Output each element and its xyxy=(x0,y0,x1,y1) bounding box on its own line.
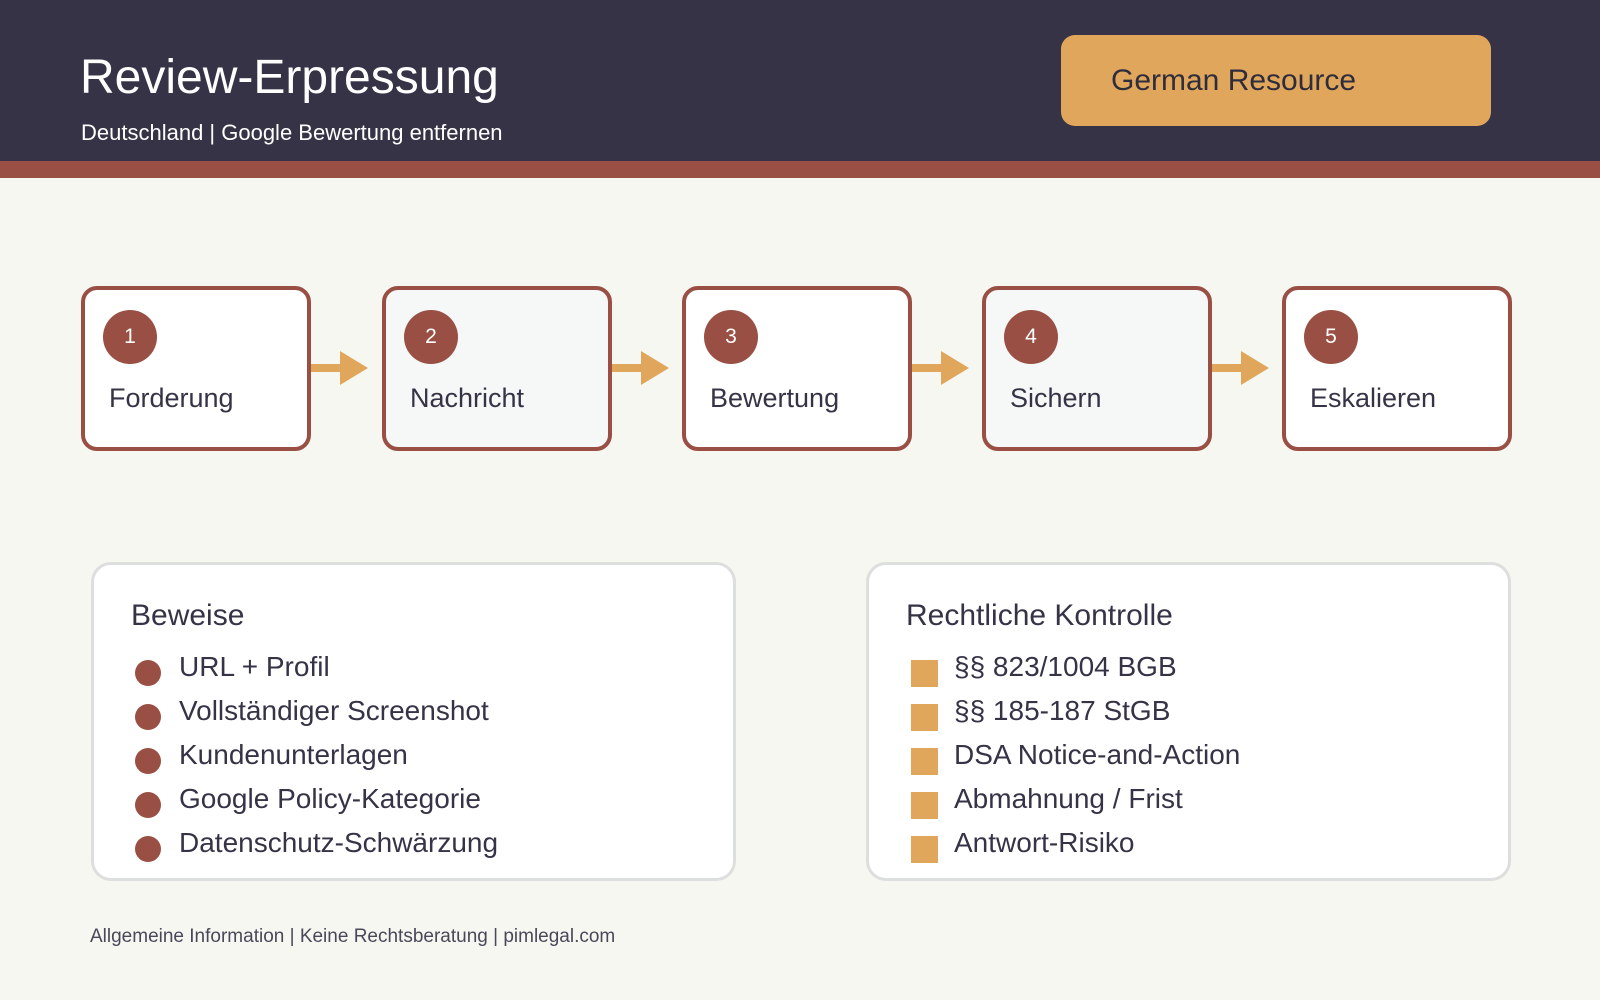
list-item: Vollständiger Screenshot xyxy=(94,694,733,730)
circle-bullet-icon xyxy=(135,836,161,862)
legal-control-list: §§ 823/1004 BGB §§ 185-187 StGB DSA Noti… xyxy=(869,565,1508,878)
list-item-text: Antwort-Risiko xyxy=(954,827,1135,858)
list-item: DSA Notice-and-Action xyxy=(869,738,1508,775)
step-number-badge: 1 xyxy=(103,310,157,364)
arrow-right-icon xyxy=(1212,351,1269,385)
list-item: §§ 185-187 StGB xyxy=(869,694,1508,731)
legal-control-card: Rechtliche Kontrolle §§ 823/1004 BGB §§ … xyxy=(866,562,1511,881)
list-item-text: DSA Notice-and-Action xyxy=(954,739,1241,770)
step-number-badge: 4 xyxy=(1004,310,1058,364)
list-item-text: Kundenunterlagen xyxy=(179,739,408,770)
list-item-text: Abmahnung / Frist xyxy=(954,783,1183,814)
german-resource-label: German Resource xyxy=(1111,64,1357,97)
header-accent-stripe xyxy=(0,161,1600,178)
flow-step-1: 1 Forderung xyxy=(81,286,311,451)
evidence-card-title: Beweise xyxy=(131,599,245,632)
list-item-text: Vollständiger Screenshot xyxy=(179,695,489,726)
list-item: Kundenunterlagen xyxy=(94,738,733,774)
page-title: Review-Erpressung xyxy=(80,51,499,104)
arrow-right-icon xyxy=(912,351,969,385)
flow-step-3: 3 Bewertung xyxy=(682,286,912,451)
arrow-right-icon xyxy=(612,351,669,385)
footer-note: Allgemeine Information | Keine Rechtsber… xyxy=(90,926,616,947)
circle-bullet-icon xyxy=(135,704,161,730)
page-subtitle: Deutschland | Google Bewertung entfernen xyxy=(81,120,503,145)
list-item: Google Policy-Kategorie xyxy=(94,782,733,818)
step-number-badge: 2 xyxy=(404,310,458,364)
step-label: Sichern xyxy=(1010,383,1102,413)
list-item-text: §§ 185-187 StGB xyxy=(954,695,1171,726)
arrow-right-icon xyxy=(311,351,368,385)
list-item-text: §§ 823/1004 BGB xyxy=(954,651,1177,682)
list-item: Abmahnung / Frist xyxy=(869,782,1508,819)
square-bullet-icon xyxy=(911,660,938,687)
square-bullet-icon xyxy=(911,836,938,863)
step-label: Nachricht xyxy=(410,383,525,413)
square-bullet-icon xyxy=(911,748,938,775)
list-item: Antwort-Risiko xyxy=(869,826,1508,863)
flow-step-5: 5 Eskalieren xyxy=(1282,286,1512,451)
step-label: Bewertung xyxy=(710,383,840,413)
list-item: Datenschutz-Schwärzung xyxy=(94,826,733,862)
circle-bullet-icon xyxy=(135,792,161,818)
list-item-text: Datenschutz-Schwärzung xyxy=(179,827,499,858)
list-item: §§ 823/1004 BGB xyxy=(869,650,1508,687)
circle-bullet-icon xyxy=(135,748,161,774)
german-resource-badge: German Resource xyxy=(1061,35,1491,126)
list-item-text: Google Policy-Kategorie xyxy=(179,783,481,814)
step-label: Eskalieren xyxy=(1310,383,1437,413)
flow-step-4: 4 Sichern xyxy=(982,286,1212,451)
step-number-badge: 5 xyxy=(1304,310,1358,364)
square-bullet-icon xyxy=(911,704,938,731)
circle-bullet-icon xyxy=(135,660,161,686)
square-bullet-icon xyxy=(911,792,938,819)
list-item: URL + Profil xyxy=(94,650,733,686)
flow-step-2: 2 Nachricht xyxy=(382,286,612,451)
evidence-card: Beweise URL + Profil Vollständiger Scree… xyxy=(91,562,736,881)
legal-control-card-title: Rechtliche Kontrolle xyxy=(906,599,1173,632)
step-label: Forderung xyxy=(109,383,234,413)
evidence-list: URL + Profil Vollständiger Screenshot Ku… xyxy=(94,565,733,878)
header-bar: Review-Erpressung Deutschland | Google B… xyxy=(0,0,1600,161)
list-item-text: URL + Profil xyxy=(179,651,330,682)
step-number-badge: 3 xyxy=(704,310,758,364)
